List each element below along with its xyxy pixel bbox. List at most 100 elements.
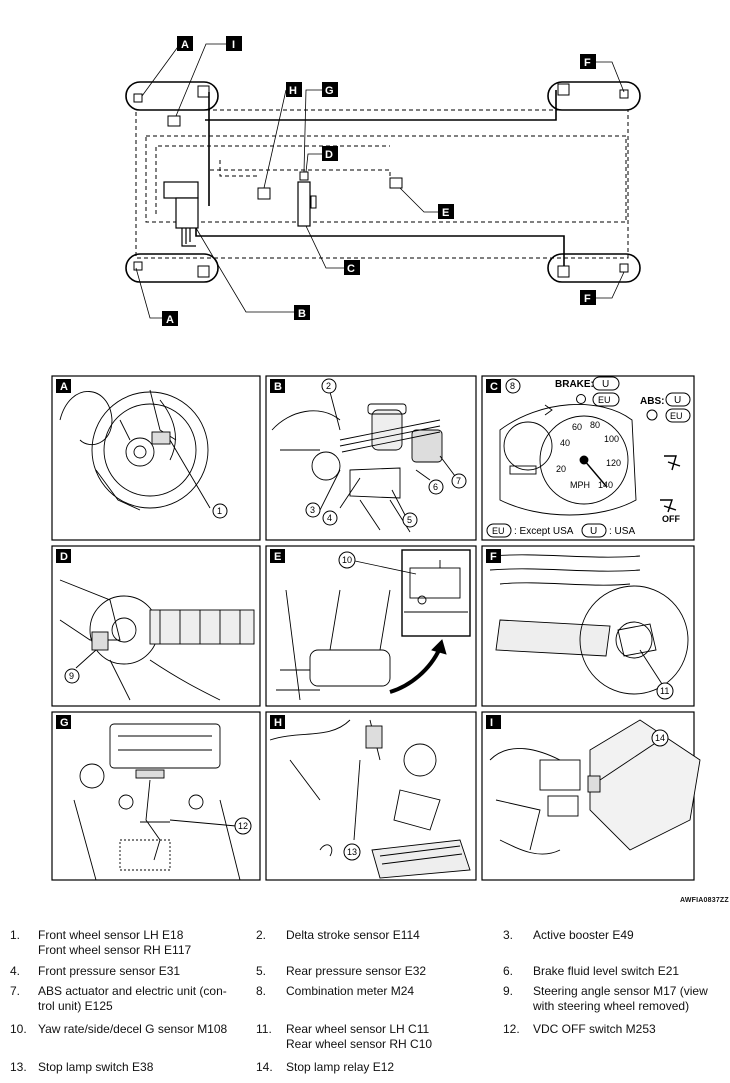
tag-g: G: [325, 85, 334, 97]
legend-item-number: 7.: [10, 984, 21, 998]
tag-f-bottom: F: [584, 293, 591, 305]
legend-item-text: Stop lamp relay E12: [286, 1060, 395, 1074]
panel-f-letter: F: [490, 551, 497, 563]
callout-13: 13: [347, 847, 357, 857]
tag-a-top: A: [181, 39, 189, 51]
legend-item-text: Yaw rate/side/decel G sensor M108: [38, 1022, 228, 1036]
abs-warning-icon: [646, 409, 658, 421]
callout-7: 7: [456, 476, 461, 486]
legend-item-text: Rear wheel sensor LH C11: [286, 1022, 430, 1036]
legend-item-number: 12.: [503, 1022, 520, 1036]
callout-12: 12: [238, 821, 248, 831]
tag-i: I: [232, 39, 235, 51]
gauge-ticks: 20 40 60 80 100 120 140 MPH: [556, 420, 621, 490]
overview-tags: A I F H G D E C B A F: [162, 36, 596, 326]
legend-item-number: 14.: [256, 1060, 273, 1074]
legend-item-text: Brake fluid level switch E21: [533, 964, 680, 978]
panel-a-letter: A: [60, 381, 68, 393]
callout-6: 6: [433, 482, 438, 492]
abs-label: ABS:: [640, 396, 664, 407]
brake-u-badge: U: [602, 379, 609, 390]
callout-1: 1: [217, 506, 222, 516]
panel-e-letter: E: [274, 551, 281, 563]
panel-c-letter: C: [490, 381, 498, 393]
legend-item-text: trol unit) E125: [38, 999, 113, 1013]
legend-item-number: 4.: [10, 964, 21, 978]
callout-4: 4: [327, 513, 332, 523]
legend-item-text: ABS actuator and electric unit (con-: [38, 984, 227, 998]
vdc-off-icon: [660, 499, 677, 513]
legend-item-text: with steering wheel removed): [533, 999, 690, 1013]
gauge-unit: MPH: [570, 480, 590, 490]
panel-b: B 2 3 4 5 6 7: [265, 375, 477, 541]
figure-reference-code: AWFIA0837ZZ: [680, 897, 729, 904]
gauge-tick-40: 40: [560, 438, 570, 448]
legend-u-badge: U: [590, 526, 597, 537]
panel-i: I 14: [481, 711, 701, 881]
legend-item-number: 9.: [503, 984, 514, 998]
legend-item-text: Delta stroke sensor E114: [286, 928, 420, 942]
callout-11: 11: [660, 686, 669, 696]
panel-e: E 10: [265, 545, 477, 707]
gauge-tick-120: 120: [606, 458, 621, 468]
legend-item-number: 6.: [503, 964, 514, 978]
panel-h: H 13: [265, 711, 477, 881]
callout-5: 5: [407, 515, 412, 525]
tag-c: C: [347, 263, 355, 275]
panel-i-letter: I: [490, 717, 493, 729]
legend-item-text: Front wheel sensor RH E117: [38, 943, 192, 957]
panel-f: F 11: [481, 545, 695, 707]
gauge-tick-80: 80: [590, 420, 600, 430]
abs-eu-badge: EU: [670, 411, 683, 421]
tag-d: D: [325, 149, 333, 161]
tag-e: E: [442, 207, 449, 219]
legend-item-number: 13.: [10, 1060, 27, 1074]
wheel-rear-right: [547, 253, 641, 283]
callout-8: 8: [510, 381, 515, 391]
legend-item-number: 3.: [503, 928, 514, 942]
legend-item-text: Rear pressure sensor E32: [286, 964, 427, 978]
callout-3: 3: [310, 505, 315, 515]
legend-u-text: : USA: [609, 526, 635, 537]
tag-a-bottom: A: [166, 314, 174, 326]
panel-g: G 12: [51, 711, 261, 881]
legend-item-number: 11.: [256, 1022, 272, 1036]
legend-item-number: 2.: [256, 928, 267, 942]
legend-item-text: Steering angle sensor M17 (view: [533, 984, 708, 998]
panel-h-letter: H: [274, 717, 282, 729]
legend-eu-text: : Except USA: [514, 526, 574, 537]
callout-9: 9: [69, 671, 74, 681]
legend-item-text: Active booster E49: [533, 928, 634, 942]
legend-item-text: Front pressure sensor E31: [38, 964, 181, 978]
wheel-front-right: [125, 253, 219, 283]
gauge-tick-60: 60: [572, 422, 582, 432]
vdc-slip-icon: [664, 455, 681, 471]
panel-g-letter: G: [60, 717, 69, 729]
panel-a: A 1: [51, 375, 261, 541]
abs-u-badge: U: [674, 395, 681, 406]
panel-d-letter: D: [60, 551, 68, 563]
legend-item-text: Rear wheel sensor RH C10: [286, 1037, 433, 1051]
wheel-rear-left: [547, 81, 641, 111]
legend-item-text: VDC OFF switch M253: [533, 1022, 656, 1036]
brake-eu-badge: EU: [598, 395, 611, 405]
legend-item-number: 8.: [256, 984, 267, 998]
tag-b: B: [298, 308, 306, 320]
callout-10: 10: [342, 555, 352, 565]
legend-item-number: 10.: [10, 1022, 27, 1036]
gauge-tick-100: 100: [604, 434, 619, 444]
gauge-tick-20: 20: [556, 464, 566, 474]
component-location-diagram: A I F H G D E C B A F A 1: [51, 36, 701, 881]
tag-f-top: F: [584, 57, 591, 69]
brake-warning-icon: [576, 394, 586, 404]
legend-item-text: Front wheel sensor LH E18: [38, 928, 184, 942]
gauge-tick-140: 140: [598, 480, 613, 490]
callout-2: 2: [326, 381, 331, 391]
wheel-front-left: [125, 81, 219, 111]
panel-b-letter: B: [274, 381, 282, 393]
legend-item-number: 1.: [10, 928, 21, 942]
legend-item-text: Stop lamp switch E38: [38, 1060, 154, 1074]
vdc-off-label: OFF: [662, 514, 680, 524]
callout-14: 14: [655, 733, 665, 743]
legend-item-number: 5.: [256, 964, 267, 978]
